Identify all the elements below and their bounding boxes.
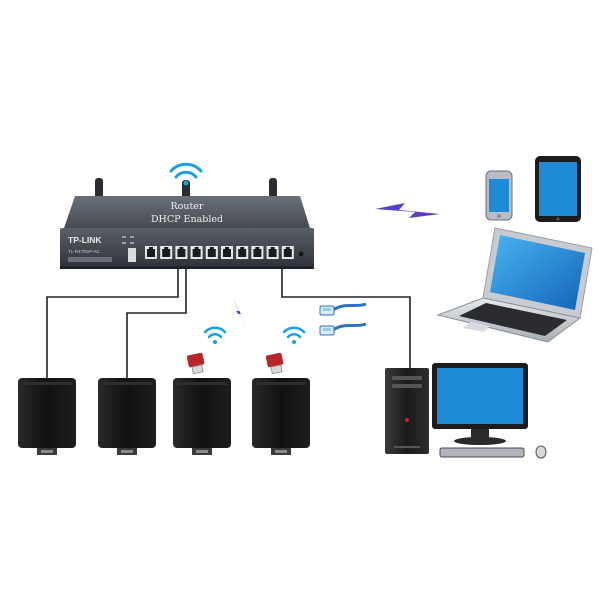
wifi-icon [169, 162, 203, 186]
lightning-icon [375, 203, 440, 218]
tablet [535, 156, 581, 222]
router-model: TL-R470GP-AC [68, 249, 101, 254]
router-antenna-center [182, 180, 190, 200]
cable-desktop [281, 268, 411, 368]
router-brand: TP-LINK [68, 235, 102, 245]
router-subtitle: DHCP Enabled [151, 214, 223, 225]
router-port[interactable] [145, 246, 157, 259]
router-device: Router DHCP Enabled TP-LINK TL-R470GP-AC [60, 162, 314, 269]
router-status-leds [122, 236, 134, 244]
ip-camera [18, 378, 76, 455]
router-port[interactable] [221, 246, 233, 259]
router-port[interactable] [281, 246, 294, 259]
router-port[interactable] [251, 246, 264, 259]
lightning-icon [232, 297, 247, 326]
camera-body [18, 378, 76, 448]
router-ethernet-ports [145, 246, 294, 259]
laptop-touchpad [463, 322, 490, 332]
camera-top-edge [256, 382, 306, 385]
phone-screen [489, 179, 509, 212]
tablet-screen [539, 162, 577, 216]
camera-base-port [275, 450, 287, 453]
router-port[interactable] [205, 246, 218, 259]
desktop-tower [385, 368, 429, 454]
router-port[interactable] [190, 246, 203, 259]
desktop-computer [385, 363, 547, 459]
router-top-panel [64, 196, 310, 228]
router-port[interactable] [236, 246, 249, 259]
router-antenna-right [269, 178, 277, 200]
router-reset-button[interactable] [298, 251, 304, 257]
camera-top-edge [102, 382, 152, 385]
router-antenna-left [95, 178, 103, 200]
router-base-edge [60, 266, 314, 269]
desktop-power-led [405, 418, 409, 422]
router-title: Router [171, 201, 204, 212]
desktop-keyboard [439, 447, 525, 458]
tablet-home-button [556, 217, 560, 221]
ip-camera [252, 326, 310, 455]
camera-base-port [196, 450, 208, 453]
wifi-icon [203, 326, 227, 344]
ethernet-cable-icon [319, 302, 367, 336]
desktop-mouse [535, 445, 547, 459]
desktop-base-line [394, 446, 420, 448]
laptop-keyboard [459, 303, 567, 336]
wifi-icon [282, 326, 306, 344]
router-port[interactable] [175, 246, 188, 259]
desktop-drive-bay [392, 384, 422, 388]
laptop-screen [490, 235, 585, 310]
desktop-monitor-screen [437, 368, 523, 424]
camera-body [98, 378, 156, 448]
smartphone [485, 170, 513, 221]
usb-wifi-adapter-icon [265, 352, 284, 375]
router-port[interactable] [266, 246, 279, 259]
desktop-monitor-neck [471, 429, 489, 439]
desktop-drive-bay [392, 376, 422, 380]
ip-camera [173, 326, 231, 455]
camera-body [252, 378, 310, 448]
ip-camera [98, 378, 156, 455]
phone-home-button [497, 214, 501, 218]
cable-camera-2 [126, 268, 187, 378]
router-port[interactable] [160, 246, 173, 259]
wired-connections [46, 268, 411, 378]
camera-body [173, 378, 231, 448]
cable-camera-1 [46, 268, 179, 378]
usb-wifi-adapter-icon [186, 352, 205, 375]
camera-group [18, 326, 310, 455]
camera-top-edge [177, 382, 227, 385]
router-usb-port[interactable] [128, 248, 136, 262]
camera-base-port [121, 450, 133, 453]
laptop-computer [436, 227, 593, 343]
router-label-strip [68, 257, 112, 262]
desktop-monitor-stand [454, 437, 506, 445]
camera-base-port [41, 450, 53, 453]
camera-top-edge [22, 382, 72, 385]
